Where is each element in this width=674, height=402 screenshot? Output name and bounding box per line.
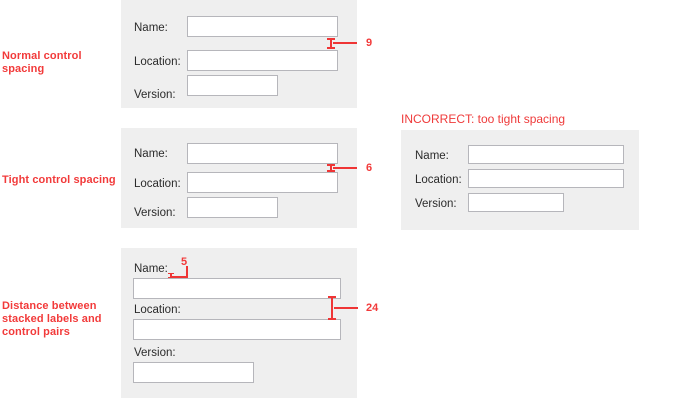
label-name-stacked: Name: bbox=[134, 263, 168, 275]
input-version-incorrect[interactable] bbox=[468, 193, 564, 212]
label-version-stacked: Version: bbox=[134, 347, 176, 359]
input-name-normal[interactable] bbox=[187, 16, 338, 37]
label-name-normal: Name: bbox=[134, 22, 168, 34]
input-version-stacked[interactable] bbox=[133, 362, 254, 383]
input-location-normal[interactable] bbox=[187, 50, 338, 71]
caption-tight-spacing: Tight control spacing bbox=[2, 174, 116, 186]
measurement-normal-gap: 9 bbox=[366, 37, 373, 49]
input-location-incorrect[interactable] bbox=[468, 169, 624, 188]
measurement-tight-gap: 6 bbox=[366, 162, 373, 174]
input-location-tight[interactable] bbox=[187, 172, 338, 193]
leader-stacked-label-gap-horizontal bbox=[172, 276, 188, 278]
label-name-incorrect: Name: bbox=[415, 150, 449, 162]
input-name-tight[interactable] bbox=[187, 143, 338, 164]
leader-tight-gap bbox=[333, 167, 357, 169]
caliper-normal-gap bbox=[327, 38, 335, 49]
label-version-incorrect: Version: bbox=[415, 198, 457, 210]
input-version-tight[interactable] bbox=[187, 197, 278, 218]
label-location-tight: Location: bbox=[134, 178, 181, 190]
leader-normal-gap bbox=[333, 42, 357, 44]
measurement-stacked-label-gap: 5 bbox=[181, 256, 188, 268]
caliper-tight-gap bbox=[327, 164, 335, 172]
input-name-stacked[interactable] bbox=[133, 278, 341, 299]
measurement-stacked-pair-gap: 24 bbox=[366, 302, 379, 314]
label-version-normal: Version: bbox=[134, 89, 176, 101]
label-name-tight: Name: bbox=[134, 148, 168, 160]
caliper-stacked-label-gap bbox=[168, 273, 174, 278]
caliper-stacked-pair-gap bbox=[328, 296, 336, 320]
input-version-normal[interactable] bbox=[187, 75, 278, 96]
input-name-incorrect[interactable] bbox=[468, 145, 624, 164]
label-version-tight: Version: bbox=[134, 207, 176, 219]
label-location-incorrect: Location: bbox=[415, 174, 462, 186]
header-incorrect-spacing: INCORRECT: too tight spacing bbox=[401, 112, 566, 126]
caption-stacked-spacing: Distance between stacked labels and cont… bbox=[2, 300, 102, 338]
label-location-normal: Location: bbox=[134, 56, 181, 68]
leader-stacked-pair-gap bbox=[334, 307, 358, 309]
leader-stacked-label-gap-vertical bbox=[186, 266, 188, 278]
caption-normal-spacing: Normal control spacing bbox=[2, 50, 82, 75]
label-location-stacked: Location: bbox=[134, 304, 181, 316]
input-location-stacked[interactable] bbox=[133, 319, 341, 340]
